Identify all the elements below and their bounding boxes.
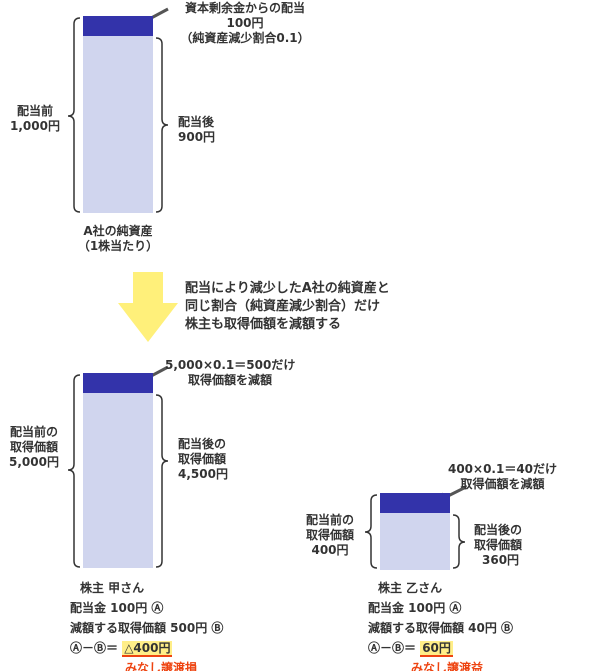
caption-line: A社の純資産 — [83, 224, 153, 238]
label-line: 取得価額 — [9, 440, 58, 454]
dividend-bar-a — [83, 373, 153, 393]
shareholder-name: 株主 乙さん — [378, 581, 443, 595]
reduction-line: 減額する取得価額 40円 Ⓑ — [368, 621, 514, 635]
brace-after-a — [155, 394, 169, 568]
label-line: 配当前 — [16, 104, 53, 118]
note-line: 100円 — [226, 16, 264, 30]
result-line: Ⓐ－Ⓑ＝ 60円 — [368, 638, 513, 658]
result-label: みなし譲渡損 — [125, 661, 198, 671]
brace-before-a — [67, 374, 81, 568]
note-line: 取得価額を減額 — [460, 477, 545, 491]
shareholder-name: 株主 甲さん — [80, 581, 145, 595]
result-line: Ⓐ－Ⓑ＝ △400円 — [70, 638, 223, 658]
explanation: 配当により減少したA社の純資産と 同じ割合（純資産減少割合）だけ 株主も取得価額… — [185, 280, 390, 334]
brace-after-company — [155, 37, 169, 213]
dividend-note: 資本剰余金からの配当 100円 （純資産減少割合0.1） — [165, 1, 325, 46]
formula: Ⓐ－Ⓑ＝ — [368, 641, 421, 655]
label-line: 900円 — [178, 130, 216, 144]
result-label: みなし譲渡益 — [411, 661, 484, 671]
label-line: 配当前の — [9, 425, 58, 439]
label-line: 5,000円 — [9, 455, 59, 469]
down-arrow-icon — [118, 272, 178, 342]
calc-b: 株主 乙さん 配当金 100円 Ⓐ 減額する取得価額 40円 Ⓑ Ⓐ－Ⓑ＝ 60… — [368, 578, 513, 671]
label-line: 配当後の — [474, 523, 523, 537]
remaining-bar-company — [83, 36, 153, 213]
label-line: 4,500円 — [178, 467, 228, 481]
calc-a: 株主 甲さん 配当金 100円 Ⓐ 減額する取得価額 500円 Ⓑ Ⓐ－Ⓑ＝ △… — [70, 578, 223, 671]
explanation-line: 株主も取得価額を減額する — [185, 317, 342, 332]
dividend-line: 配当金 100円 Ⓐ — [70, 601, 164, 615]
label-line: 配当後 — [178, 115, 215, 129]
dividend-bar-company — [83, 16, 153, 36]
label-line: 取得価額 — [178, 452, 227, 466]
label-line: 1,000円 — [10, 119, 60, 133]
label-line: 配当後の — [178, 437, 227, 451]
note-line: 資本剰余金からの配当 — [184, 1, 305, 15]
brace-after-b — [452, 514, 466, 569]
note-line: 400×0.1＝40だけ — [447, 462, 558, 476]
brace-before-company — [67, 17, 81, 213]
label-line: 取得価額 — [474, 538, 523, 552]
dividend-bar-b — [380, 493, 450, 513]
reduction-line: 減額する取得価額 500円 Ⓑ — [70, 621, 224, 635]
explanation-line: 同じ割合（純資産減少割合）だけ — [185, 299, 381, 314]
result-value: △400円 — [122, 641, 173, 657]
label-line: 400円 — [311, 543, 349, 557]
company-caption: A社の純資産（1株当たり） — [68, 224, 168, 254]
remaining-bar-b — [380, 513, 450, 570]
remaining-bar-a — [83, 393, 153, 568]
brace-before-b — [364, 494, 378, 569]
explanation-line: 配当により減少したA社の純資産と — [185, 281, 390, 296]
dividend-line: 配当金 100円 Ⓐ — [368, 601, 462, 615]
label-line: 取得価額 — [305, 528, 354, 542]
note-line: （純資産減少割合0.1） — [180, 31, 310, 45]
result-value: 60円 — [420, 641, 453, 657]
formula: Ⓐ－Ⓑ＝ — [70, 641, 123, 655]
note-line: 5,000×0.1＝500だけ — [165, 358, 296, 372]
label-line: 配当前の — [305, 513, 354, 527]
note-a: 5,000×0.1＝500だけ取得価額を減額 — [165, 358, 295, 388]
note-line: 取得価額を減額 — [187, 373, 272, 387]
label-line: 360円 — [482, 553, 520, 567]
caption-line: （1株当たり） — [77, 239, 159, 253]
note-b: 400×0.1＝40だけ取得価額を減額 — [440, 462, 565, 492]
